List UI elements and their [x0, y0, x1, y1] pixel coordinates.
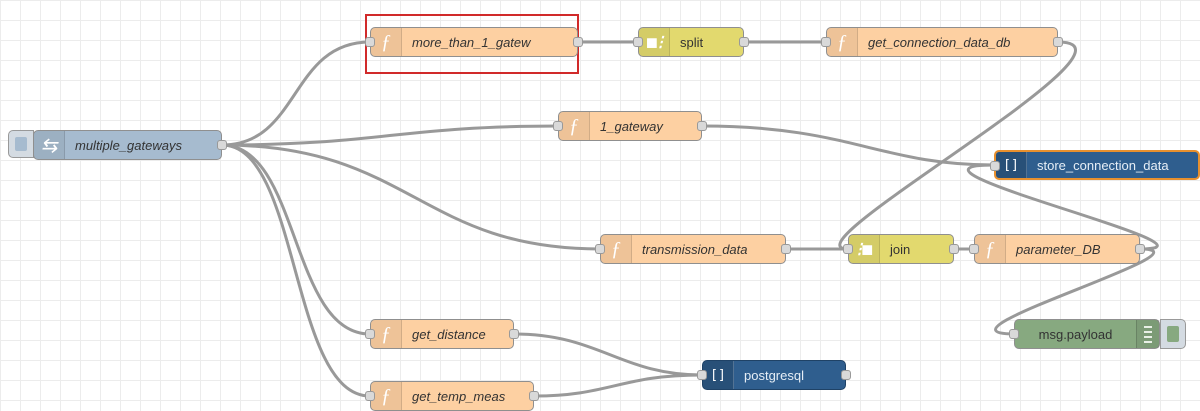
input-port[interactable] [969, 244, 979, 254]
wire-parameter-to-store [966, 163, 1159, 251]
node-label: join [890, 241, 911, 257]
node-label: more_than_1_gatew [412, 34, 531, 50]
node-get-temp-meas[interactable]: ƒ get_temp_meas [365, 381, 539, 411]
node-parameter-db[interactable]: ƒ parameter_DB [969, 234, 1145, 264]
node-label: msg.payload [1038, 326, 1113, 342]
database-icon: [] [703, 361, 734, 389]
output-port[interactable] [1135, 244, 1145, 254]
debug-toggle-button[interactable] [1160, 319, 1186, 349]
input-port[interactable] [990, 161, 1000, 171]
node-store-connection-data[interactable]: [] store_connection_data [990, 150, 1200, 180]
node-label: postgresql [744, 367, 804, 383]
input-port[interactable] [365, 391, 375, 401]
node-get-distance[interactable]: ƒ get_distance [365, 319, 519, 349]
node-split[interactable]: ■⁝ split [633, 27, 749, 57]
node-label: transmission_data [642, 241, 748, 257]
node-postgresql[interactable]: [] postgresql [697, 360, 851, 390]
wire-parameter-to-debug [994, 247, 1156, 336]
input-port[interactable] [843, 244, 853, 254]
node-label: get_temp_meas [412, 388, 506, 404]
node-get-connection-data-db[interactable]: ƒ get_connection_data_db [821, 27, 1063, 57]
node-join[interactable]: ⁝■ join [843, 234, 959, 264]
wire-inject-to-get-distance [221, 143, 371, 336]
output-port[interactable] [1053, 37, 1063, 47]
input-port[interactable] [365, 37, 375, 47]
wire-inject-to-transmission [221, 143, 601, 251]
input-port[interactable] [553, 121, 563, 131]
output-port[interactable] [509, 329, 519, 339]
input-port[interactable] [365, 329, 375, 339]
node-transmission-data[interactable]: ƒ transmission_data [595, 234, 791, 264]
output-port[interactable] [739, 37, 749, 47]
input-port[interactable] [595, 244, 605, 254]
debug-icon [1136, 320, 1159, 348]
node-more-than-1-gatew[interactable]: ƒ more_than_1_gatew [365, 27, 583, 57]
function-icon: ƒ [371, 320, 402, 348]
node-1-gateway[interactable]: ƒ 1_gateway [553, 111, 707, 141]
wire-get-distance-to-postgres [513, 332, 703, 377]
output-port[interactable] [573, 37, 583, 47]
function-icon: ƒ [827, 28, 858, 56]
output-port[interactable] [697, 121, 707, 131]
join-icon: ⁝■ [849, 235, 880, 263]
node-label: split [680, 34, 704, 50]
node-label: parameter_DB [1016, 241, 1101, 257]
output-port[interactable] [217, 140, 227, 150]
inject-trigger-button[interactable] [8, 130, 34, 158]
node-label: get_distance [412, 326, 486, 342]
function-icon: ƒ [371, 382, 402, 410]
node-label: get_connection_data_db [868, 34, 1011, 50]
output-port[interactable] [949, 244, 959, 254]
function-icon: ƒ [559, 112, 590, 140]
inject-arrows-icon: ⇆ [34, 131, 65, 159]
node-label: 1_gateway [600, 118, 663, 134]
node-multiple-gateways[interactable]: ⇆ multiple_gateways [33, 130, 227, 160]
function-icon: ƒ [371, 28, 402, 56]
node-label: store_connection_data [1037, 157, 1169, 173]
function-icon: ƒ [601, 235, 632, 263]
split-icon: ■⁝ [639, 28, 670, 56]
output-port[interactable] [841, 370, 851, 380]
input-port[interactable] [633, 37, 643, 47]
wire-inject-to-more-than-1 [221, 40, 371, 147]
output-port[interactable] [781, 244, 791, 254]
output-port[interactable] [529, 391, 539, 401]
wire-inject-to-1-gateway [221, 124, 561, 147]
node-label: multiple_gateways [75, 137, 182, 153]
wire-1-gateway-to-store [701, 124, 995, 167]
wire-inject-to-get-temp [221, 143, 371, 398]
database-icon: [] [996, 152, 1027, 178]
input-port[interactable] [821, 37, 831, 47]
input-port[interactable] [697, 370, 707, 380]
wire-get-connection-to-join [838, 40, 1078, 251]
wire-get-temp-to-postgres [533, 373, 703, 398]
node-msg-payload[interactable]: msg.payload [1009, 319, 1160, 349]
input-port[interactable] [1009, 329, 1019, 339]
function-icon: ƒ [975, 235, 1006, 263]
